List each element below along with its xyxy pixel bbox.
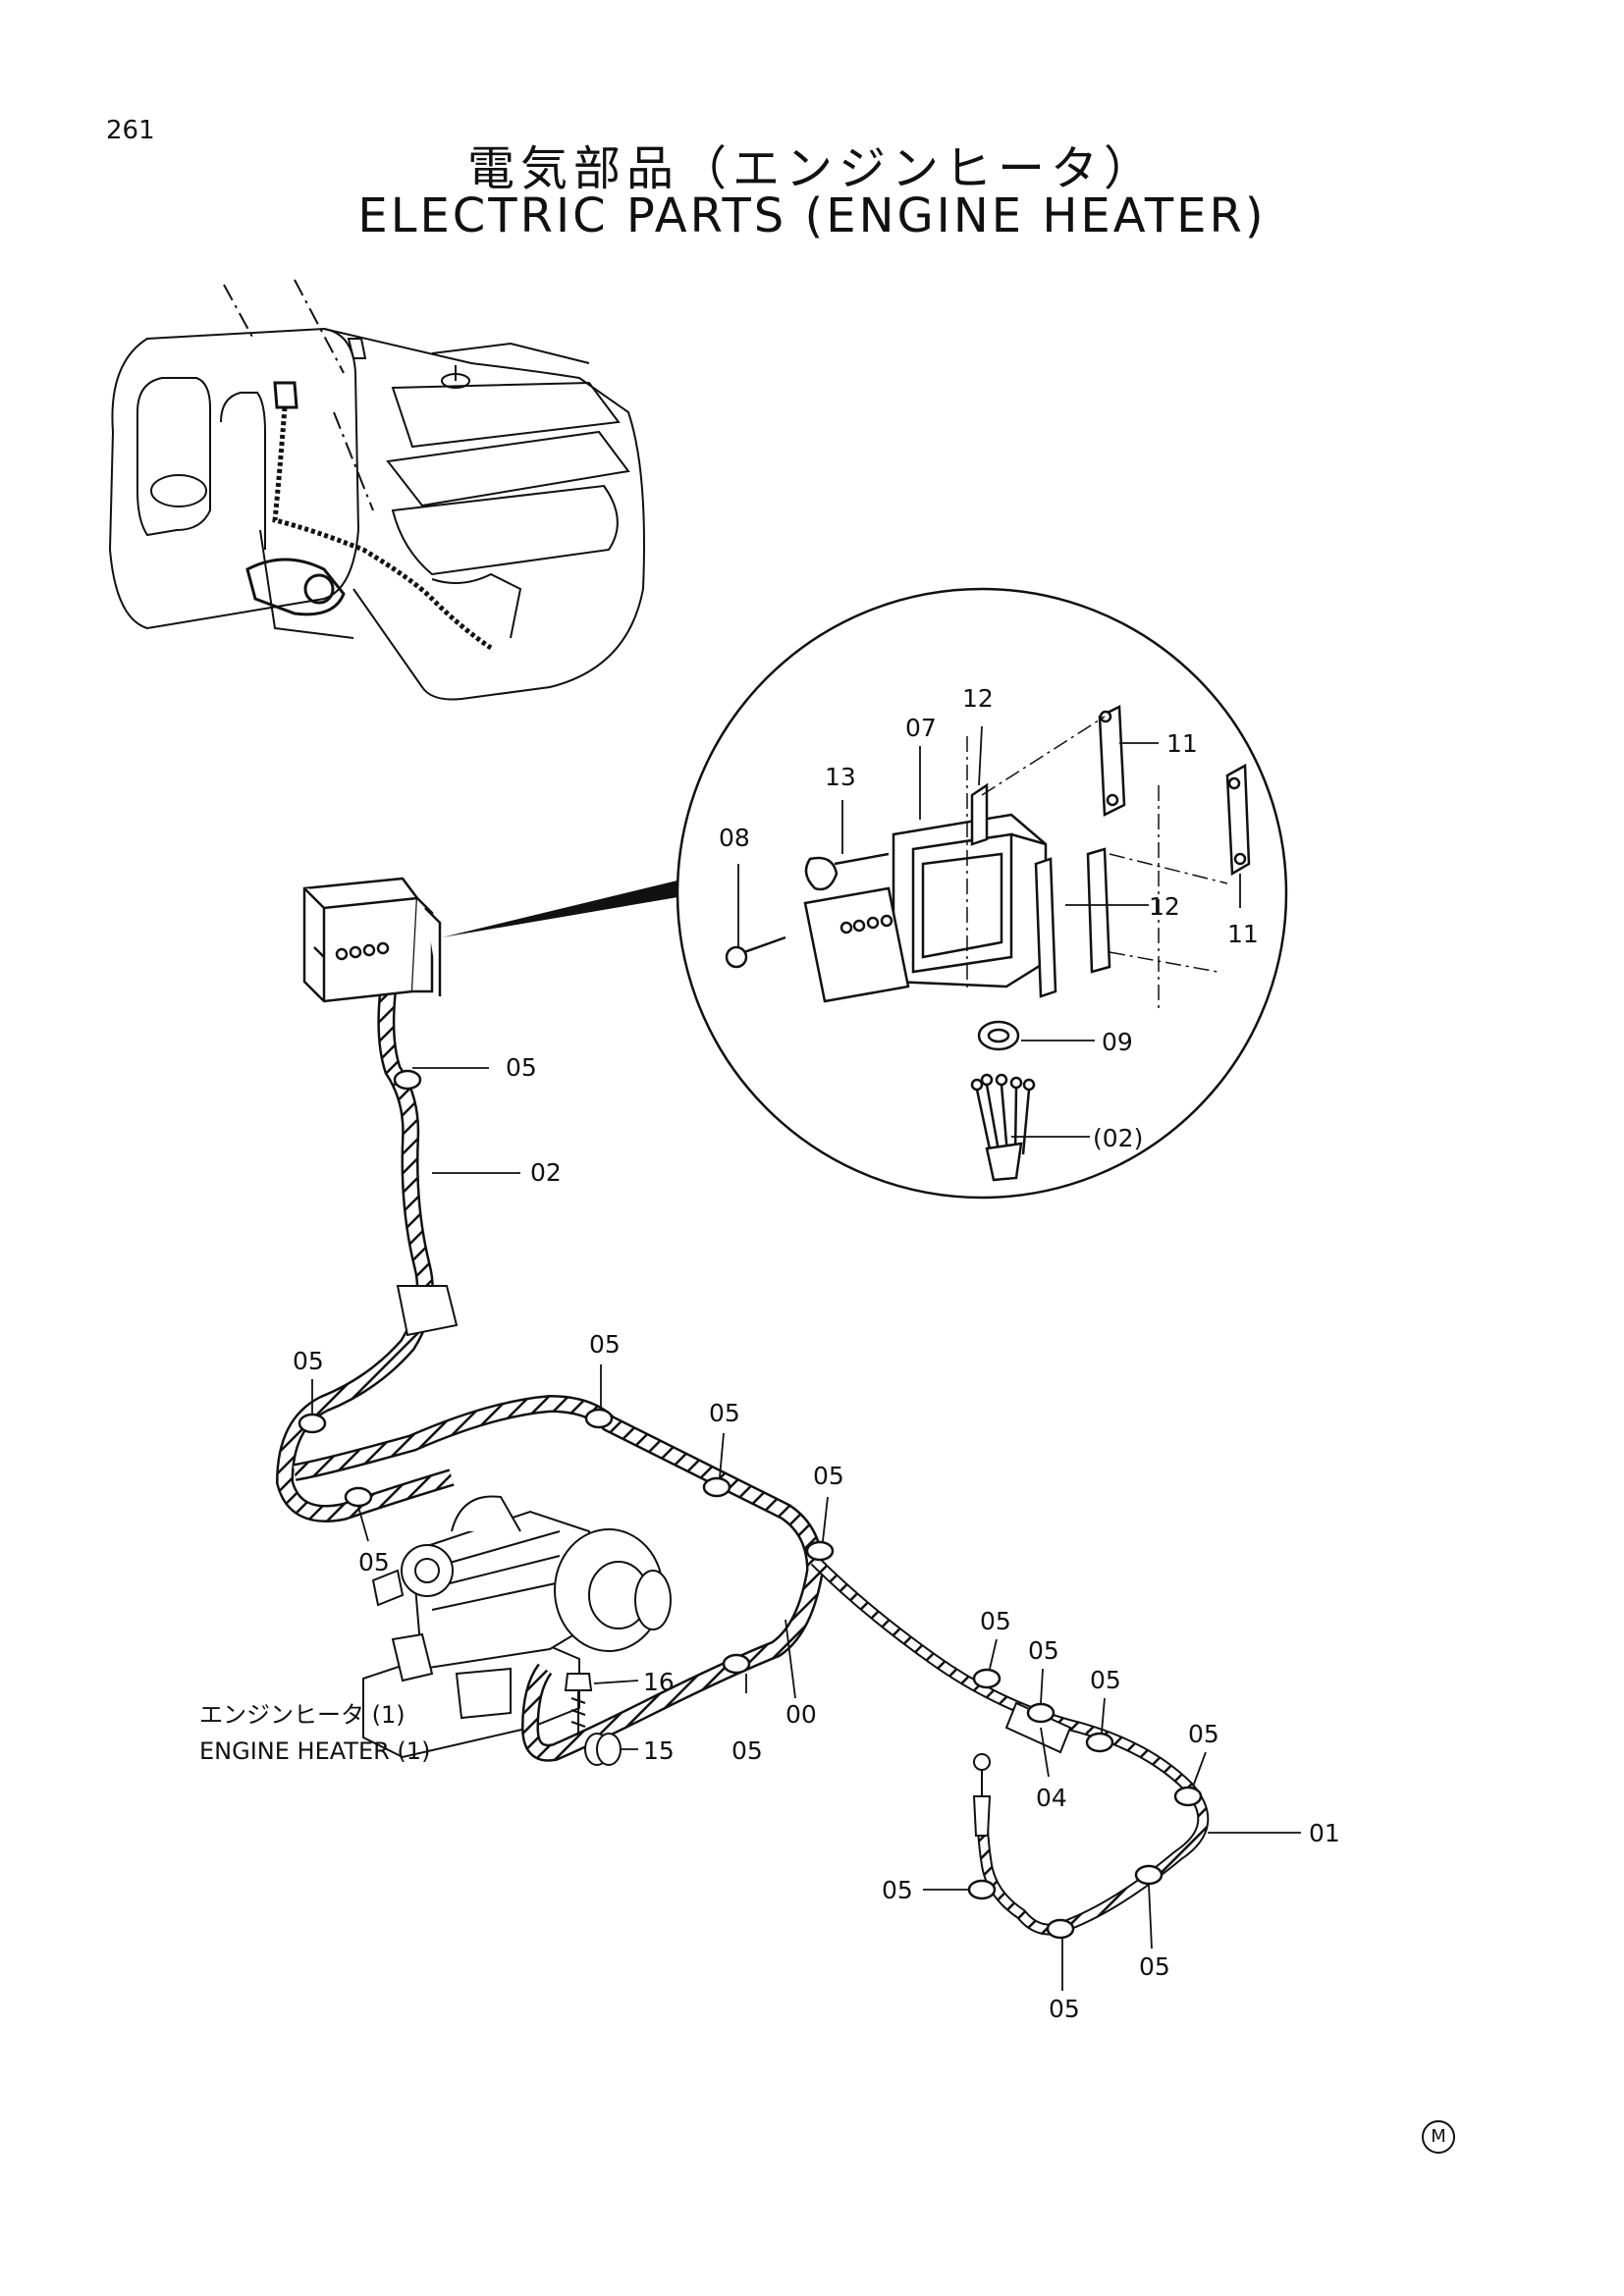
callout-00: 00 — [785, 1700, 817, 1729]
leader-lines — [311, 725, 1301, 1991]
callout-labels: 05 02 05 05 05 05 05 05 00 05 05 05 05 0… — [199, 684, 1340, 2023]
detail-circle — [676, 587, 1288, 1200]
callout-01: 01 — [1309, 1819, 1340, 1847]
callout-15: 15 — [643, 1736, 675, 1765]
harness-clamps — [298, 1069, 1203, 1940]
callout-12: 12 — [1149, 892, 1180, 921]
callout-02-ref: (02) — [1093, 1124, 1143, 1152]
callout-05: 05 — [980, 1607, 1011, 1635]
manufacturer-mark: M — [1422, 2120, 1455, 2154]
callout-05: 05 — [709, 1399, 740, 1427]
callout-05: 05 — [813, 1462, 844, 1490]
callout-05: 05 — [731, 1736, 763, 1765]
callout-05: 05 — [358, 1548, 390, 1576]
engine-heater-caption-jp: エンジンヒータ (1) — [199, 1701, 406, 1729]
callout-05: 05 — [1188, 1720, 1219, 1748]
excavator-overview — [108, 279, 645, 701]
callout-09: 09 — [1102, 1028, 1133, 1056]
zoom-pointer — [442, 879, 689, 937]
callout-13: 13 — [825, 763, 856, 791]
callout-12: 12 — [962, 684, 994, 713]
control-panel — [302, 877, 442, 1003]
callout-11: 11 — [1227, 920, 1259, 948]
callout-16: 16 — [643, 1668, 675, 1696]
page-number: 261 — [106, 116, 155, 145]
callout-07: 07 — [905, 714, 937, 742]
callout-05: 05 — [293, 1347, 324, 1375]
callout-05: 05 — [1090, 1666, 1121, 1694]
page-title-japanese: 電気部品（エンジンヒータ） — [466, 141, 1157, 196]
harness-02 — [275, 990, 459, 1522]
callout-05: 05 — [882, 1876, 913, 1904]
callout-04: 04 — [1036, 1784, 1067, 1812]
callout-02: 02 — [530, 1158, 562, 1187]
harness-01 — [810, 1556, 1210, 1936]
engine-heater-caption-en: ENGINE HEATER (1) — [199, 1737, 430, 1765]
harness-00 — [293, 1394, 825, 1762]
clamp-15 — [584, 1733, 622, 1766]
callout-05: 05 — [589, 1330, 621, 1359]
callout-11: 11 — [1166, 729, 1198, 758]
page-title-english: ELECTRIC PARTS (ENGINE HEATER) — [357, 188, 1267, 243]
callout-05: 05 — [1028, 1636, 1059, 1665]
callout-05: 05 — [1139, 1952, 1170, 1981]
callout-05: 05 — [1049, 1995, 1080, 2023]
callout-05: 05 — [506, 1053, 537, 1082]
callout-08: 08 — [719, 824, 750, 852]
bolt-16 — [564, 1673, 593, 1737]
